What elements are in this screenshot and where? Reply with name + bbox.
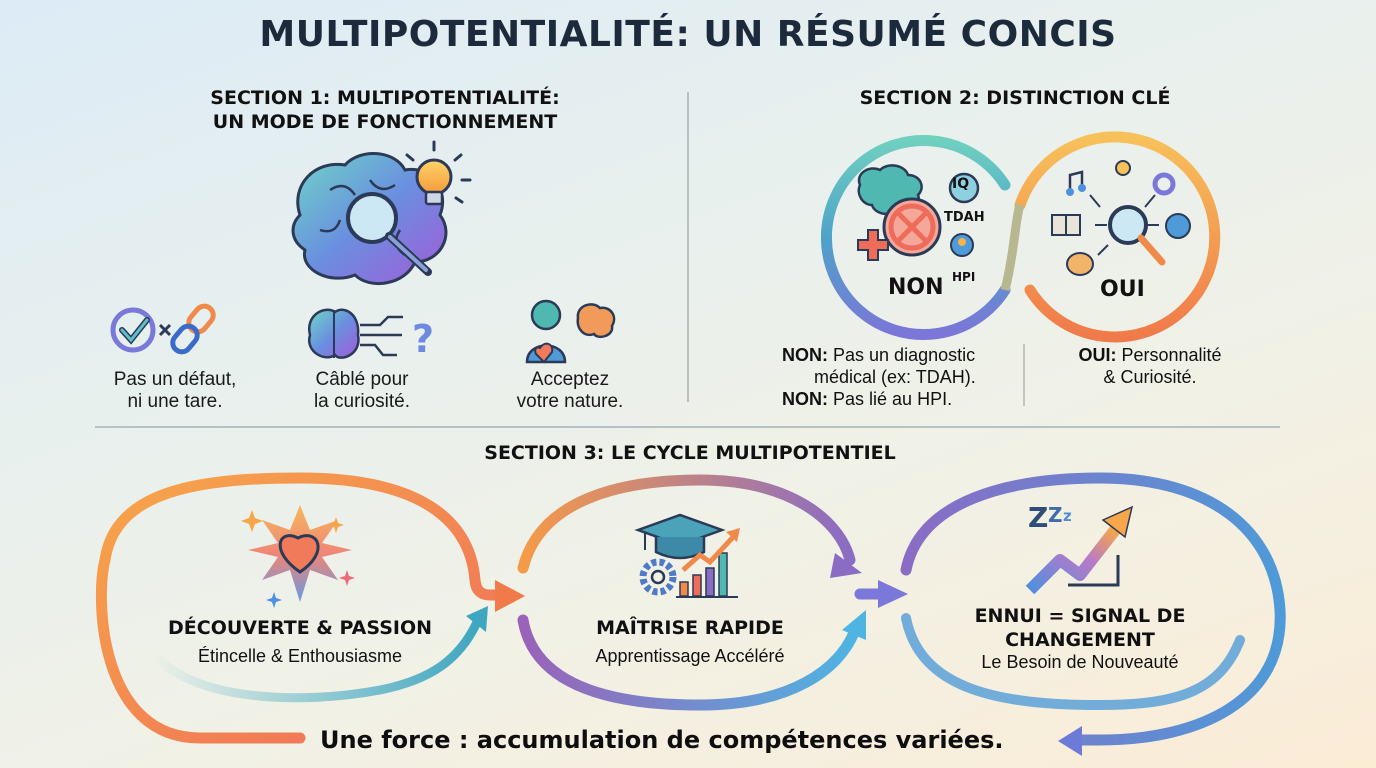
check-broken-chain-icon: [110, 303, 216, 355]
zzz-rising-arrow-icon: Z Z z: [1025, 501, 1134, 595]
non-circle: [821, 135, 1011, 340]
non-statement-1-cont: médical (ex: TDAH).: [814, 367, 976, 387]
feature-wired-for-curiosity: Câblé pour la curiosité.: [282, 369, 442, 413]
svg-text:z: z: [1063, 507, 1072, 525]
non-statement-1: NON: Pas un diagnostic: [782, 345, 976, 365]
tag-iq: IQ: [952, 176, 970, 192]
feature-caption-line1: Pas un défaut,: [113, 369, 237, 390]
section1-title-line2: UN MODE DE FONCTIONNEMENT: [212, 111, 558, 133]
feature-caption-line2: votre nature.: [516, 391, 624, 412]
feature-caption-line1: Câblé pour: [315, 369, 409, 390]
stage-boredom: ENNUI = SIGNAL DE CHANGEMENT Le Besoin d…: [950, 604, 1210, 673]
stage-title-line1: ENNUI = SIGNAL DE: [974, 605, 1186, 627]
page-title: MULTIPOTENTIALITÉ: UN RÉSUMÉ CONCIS: [259, 14, 1117, 55]
non-statements: NON: Pas un diagnostic médical (ex: TDAH…: [782, 344, 1017, 410]
brain-magnifier-lightbulb-icon: [291, 140, 472, 286]
stage-subtitle: Apprentissage Accéléré: [595, 646, 785, 666]
section2-title: SECTION 2: DISTINCTION CLÉ: [859, 87, 1171, 109]
cycle-loop-2: [517, 474, 908, 711]
non-label: NON: [888, 275, 944, 300]
oui-statement-cont: & Curiosité.: [1103, 367, 1197, 387]
feature-caption-line2: ni une tare.: [127, 391, 223, 412]
feature-caption-line1: Acceptez: [530, 369, 610, 390]
person-heart-brain-icon: [525, 299, 616, 364]
section1-title-line1: SECTION 1: MULTIPOTENTIALITÉ:: [210, 87, 560, 109]
section-divider-vertical: [687, 92, 689, 402]
svg-text:Z: Z: [1028, 501, 1048, 534]
oui-statement: OUI: Personnalité & Curiosité.: [1050, 344, 1250, 388]
feature-caption-line2: la curiosité.: [313, 391, 411, 412]
cycle-loop-1: [95, 472, 525, 744]
section-divider-horizontal: [95, 426, 1280, 428]
oui-circle: [1000, 131, 1221, 343]
stage-subtitle: Le Besoin de Nouveauté: [981, 652, 1179, 672]
section1-title: SECTION 1: MULTIPOTENTIALITÉ: UN MODE DE…: [170, 86, 600, 134]
oui-label: OUI: [1100, 277, 1145, 302]
stage-discovery: DÉCOUVERTE & PASSION Étincelle & Enthous…: [140, 616, 460, 667]
stage-subtitle: Étincelle & Enthousiasme: [197, 646, 403, 666]
feature-accept-your-nature: Acceptez votre nature.: [485, 369, 655, 413]
svg-text:Z: Z: [1048, 503, 1063, 527]
stage-title: MAÎTRISE RAPIDE: [596, 617, 784, 639]
sparkle-heart-icon: [241, 505, 355, 608]
graduation-cap-chart-icon: [634, 513, 740, 598]
tag-tdah: TDAH: [944, 210, 985, 225]
brain-wires-question-icon: ?: [307, 308, 434, 361]
section3-title: SECTION 3: LE CYCLE MULTIPOTENTIEL: [484, 442, 896, 464]
stage-mastery: MAÎTRISE RAPIDE Apprentissage Accéléré: [560, 616, 820, 667]
footer-summary: Une force : accumulation de compétences …: [320, 726, 1004, 754]
svg-text:?: ?: [412, 317, 434, 361]
feature-not-a-flaw: Pas un défaut, ni une tare.: [85, 369, 265, 413]
curiosity-interests-icon: [1051, 160, 1191, 276]
non-statement-2: NON: Pas lié au HPI.: [782, 389, 953, 409]
distinction-divider: [1023, 344, 1025, 406]
stage-title-line2: CHANGEMENT: [1005, 629, 1155, 651]
stage-title: DÉCOUVERTE & PASSION: [168, 617, 432, 639]
tag-hpi: HPI: [952, 270, 976, 284]
